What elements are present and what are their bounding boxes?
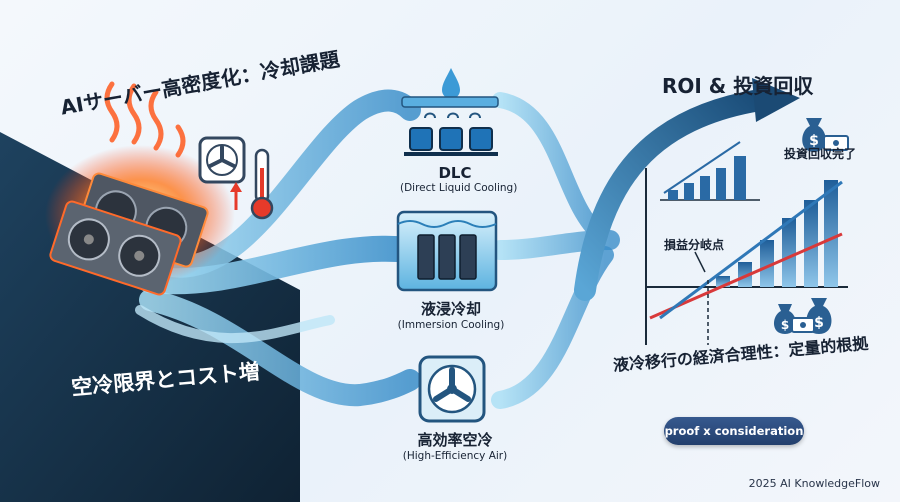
method-immersion-subtitle: (Immersion Cooling) bbox=[397, 319, 505, 331]
cost-line bbox=[649, 232, 843, 320]
svg-text:$: $ bbox=[781, 318, 789, 332]
fan-icon bbox=[198, 136, 246, 184]
water-streams bbox=[135, 89, 620, 409]
heat-waves bbox=[104, 81, 186, 158]
growth-bars-upper bbox=[660, 141, 760, 201]
server-rack-icon bbox=[417, 234, 477, 280]
fan-icon bbox=[418, 355, 486, 423]
breakeven-label: 損益分岐点 bbox=[664, 238, 725, 252]
svg-text:$: $ bbox=[814, 315, 824, 331]
money-bag-icon: $ bbox=[802, 118, 826, 152]
method-dlc: DLC (Direct Liquid Cooling) bbox=[400, 164, 518, 194]
right-title: ROI & 投資回収 bbox=[662, 74, 814, 98]
payback-label: 投資回収完了 bbox=[784, 147, 857, 161]
breakeven-pointer bbox=[694, 251, 706, 273]
water-drop-icon bbox=[442, 68, 460, 99]
method-air-title: 高効率空冷 bbox=[417, 431, 493, 449]
footer-credit: 2025 AI KnowledgeFlow bbox=[748, 477, 880, 490]
gpu-card-icon bbox=[49, 172, 209, 296]
proof-badge: proof x consideration bbox=[664, 417, 804, 445]
benefit-line bbox=[659, 180, 843, 320]
method-immersion: 液浸冷却 (Immersion Cooling) bbox=[392, 298, 510, 331]
growth-bars-lower bbox=[716, 180, 838, 287]
method-air: 高効率空冷 (High-Efficiency Air) bbox=[392, 429, 518, 462]
money-bag-icon: $ bbox=[773, 304, 797, 334]
thermometer-icon bbox=[250, 148, 274, 220]
dollar-bill-icon bbox=[791, 317, 815, 333]
method-air-subtitle: (High-Efficiency Air) bbox=[402, 450, 508, 462]
dlc-cold-plate bbox=[401, 96, 499, 119]
chip-icon bbox=[404, 127, 498, 156]
rise-arrow-head bbox=[230, 182, 242, 192]
method-dlc-subtitle: (Direct Liquid Cooling) bbox=[400, 182, 518, 194]
dollar-bill-icon bbox=[823, 135, 849, 151]
roi-growth-arrow bbox=[574, 78, 800, 301]
method-dlc-title: DLC bbox=[438, 164, 472, 182]
svg-text:$: $ bbox=[809, 133, 819, 149]
method-immersion-title: 液浸冷却 bbox=[420, 300, 481, 318]
